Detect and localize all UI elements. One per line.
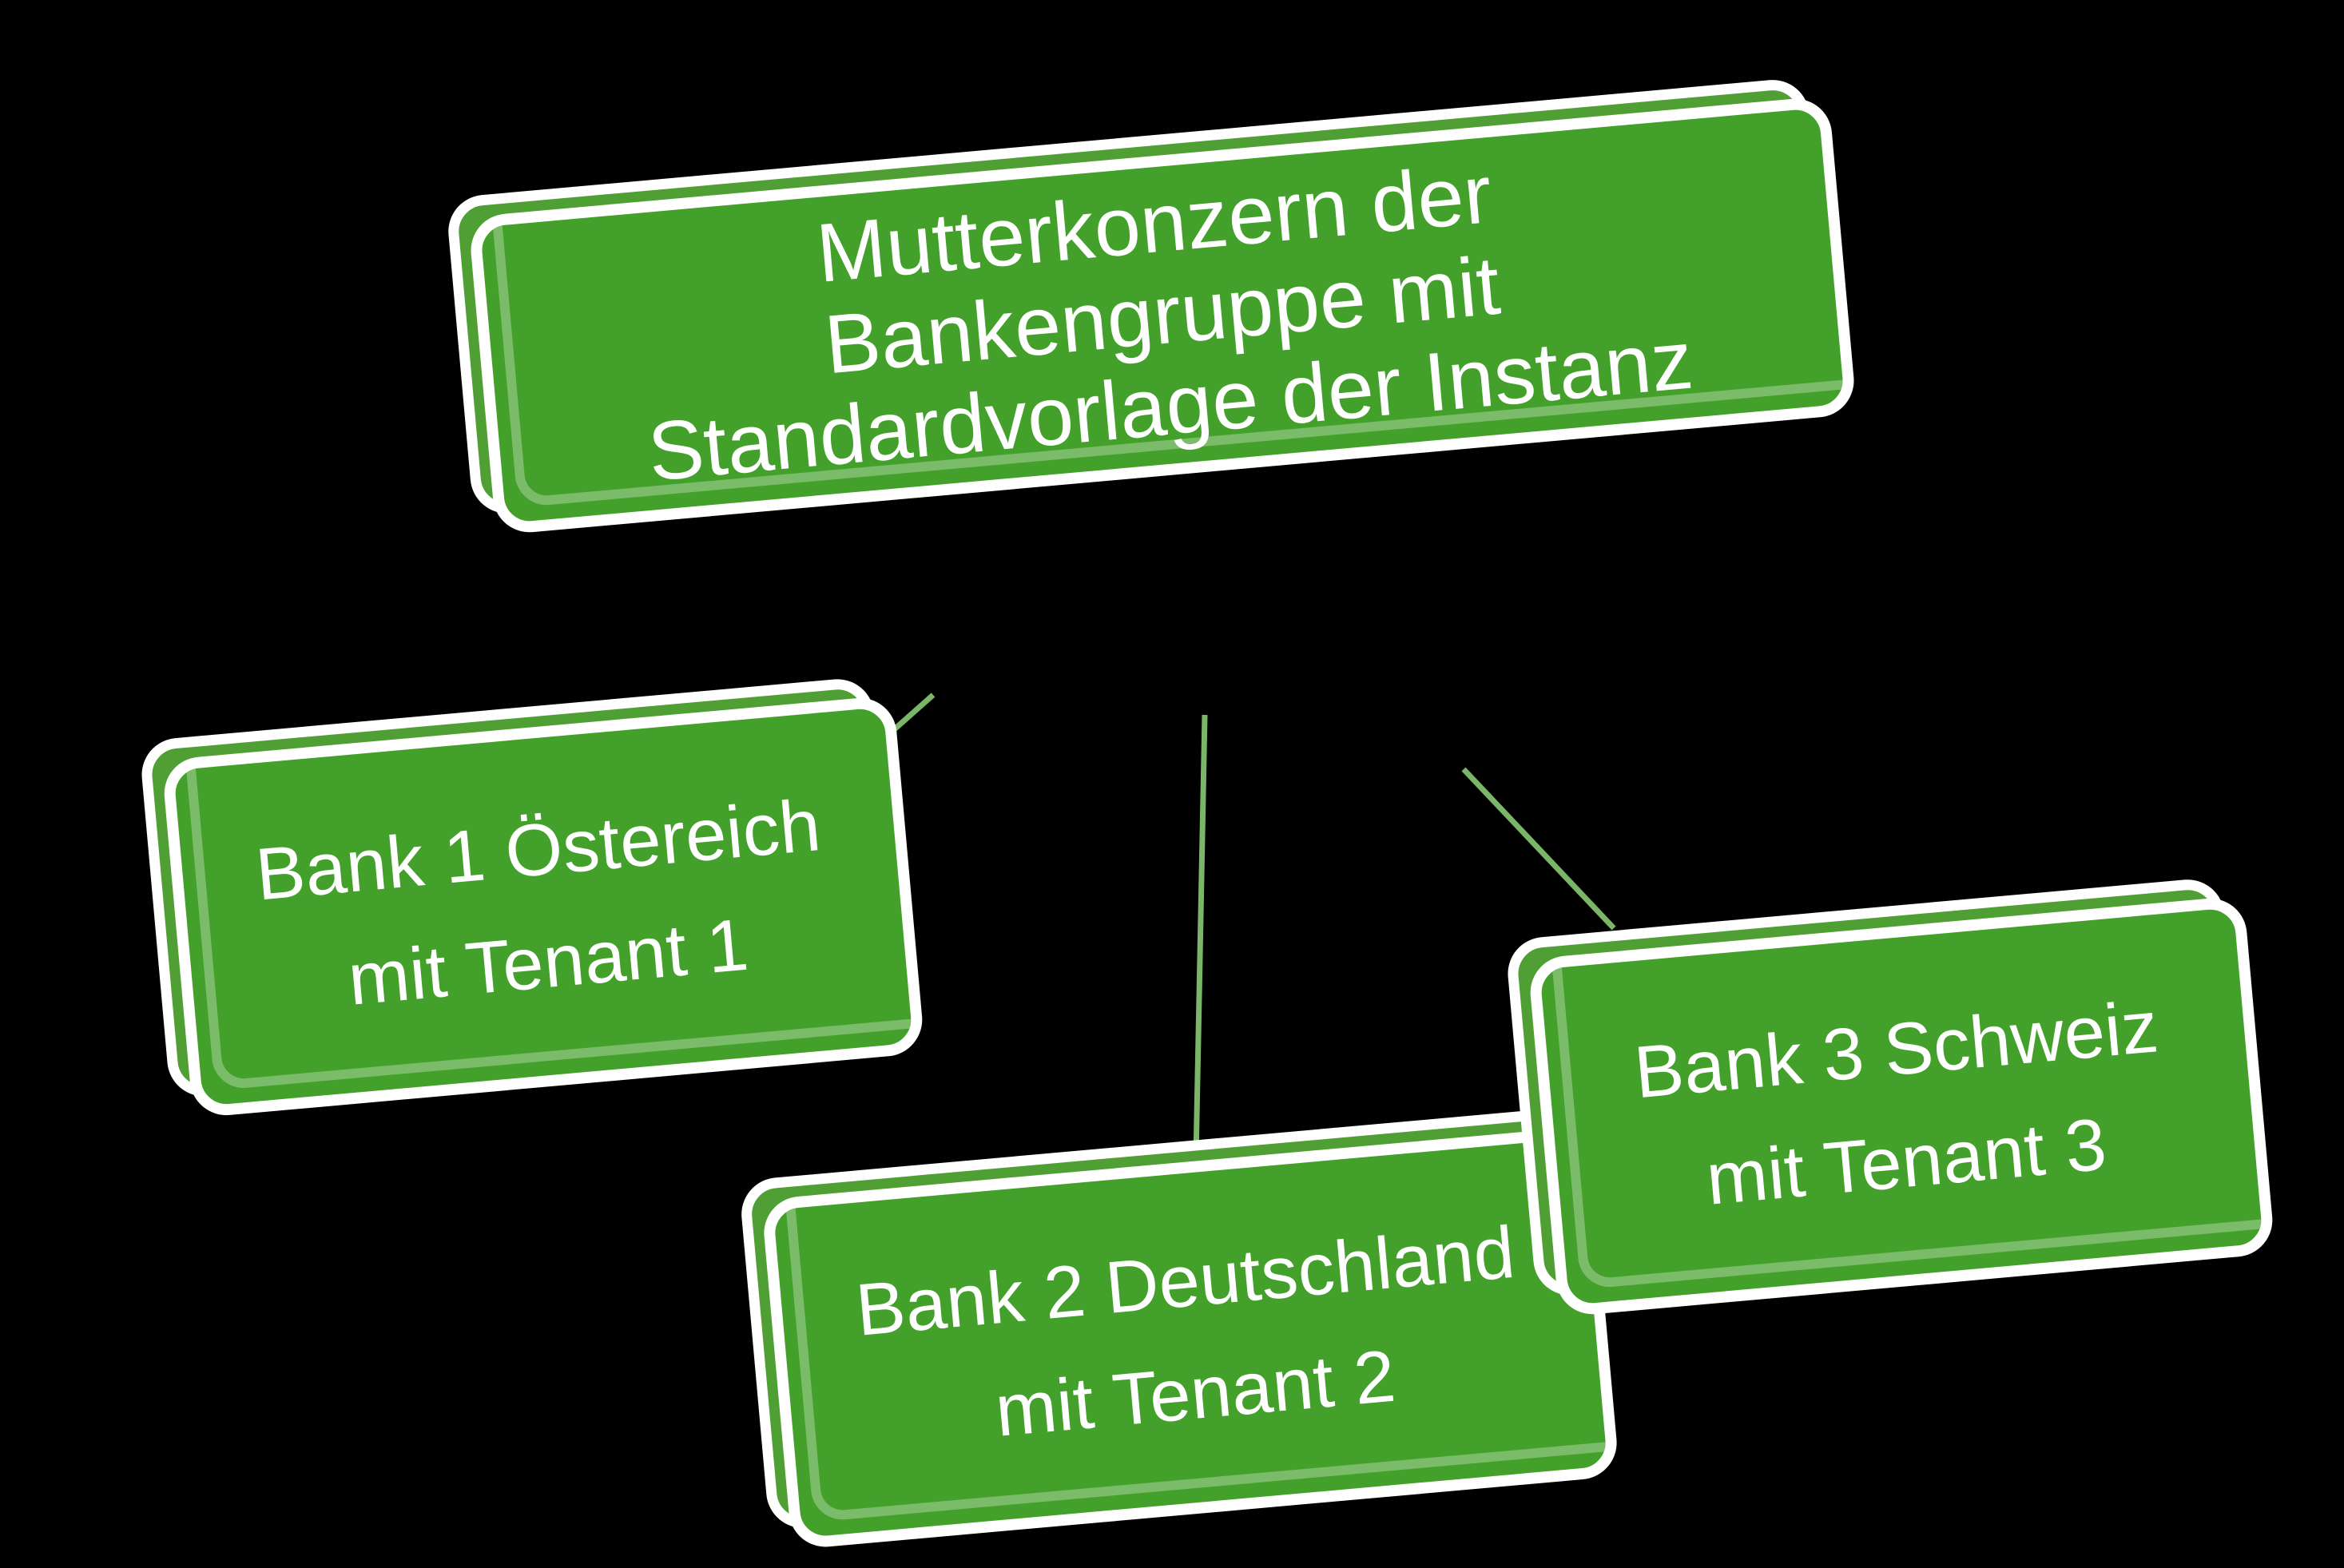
bank-2-title: Bank 2 Deutschland: [852, 1211, 1519, 1352]
bank-1-title: Bank 1 Östereich: [252, 784, 824, 916]
card-front-plate: Bank 2 Deutschland mit Tenant 2: [761, 1125, 1620, 1550]
card-front-plate: Mutterkonzern der Bankengruppe mit Stand…: [467, 95, 1857, 536]
edge-root-to-bank2: [1192, 714, 1208, 1199]
bank-2-node[interactable]: Bank 2 Deutschland mit Tenant 2: [738, 1107, 1620, 1550]
bank-3-node[interactable]: Bank 3 Schweiz mit Tenant 3: [1504, 876, 2276, 1318]
bank-1-tenant: mit Tenant 1: [344, 903, 752, 1021]
card-front-plate: Bank 3 Schweiz mit Tenant 3: [1527, 895, 2276, 1318]
bank-1-node[interactable]: Bank 1 Östereich mit Tenant 1: [138, 676, 926, 1119]
bank-3-title: Bank 3 Schweiz: [1631, 986, 2162, 1114]
bank-2-tenant: mit Tenant 2: [991, 1335, 1399, 1452]
bank-3-tenant: mit Tenant 3: [1702, 1103, 2110, 1221]
edge-root-to-bank3: [1461, 767, 1616, 931]
card-front-plate: Bank 1 Östereich mit Tenant 1: [161, 694, 926, 1119]
mutterkonzern-node[interactable]: Mutterkonzern der Bankengruppe mit Stand…: [445, 77, 1857, 536]
